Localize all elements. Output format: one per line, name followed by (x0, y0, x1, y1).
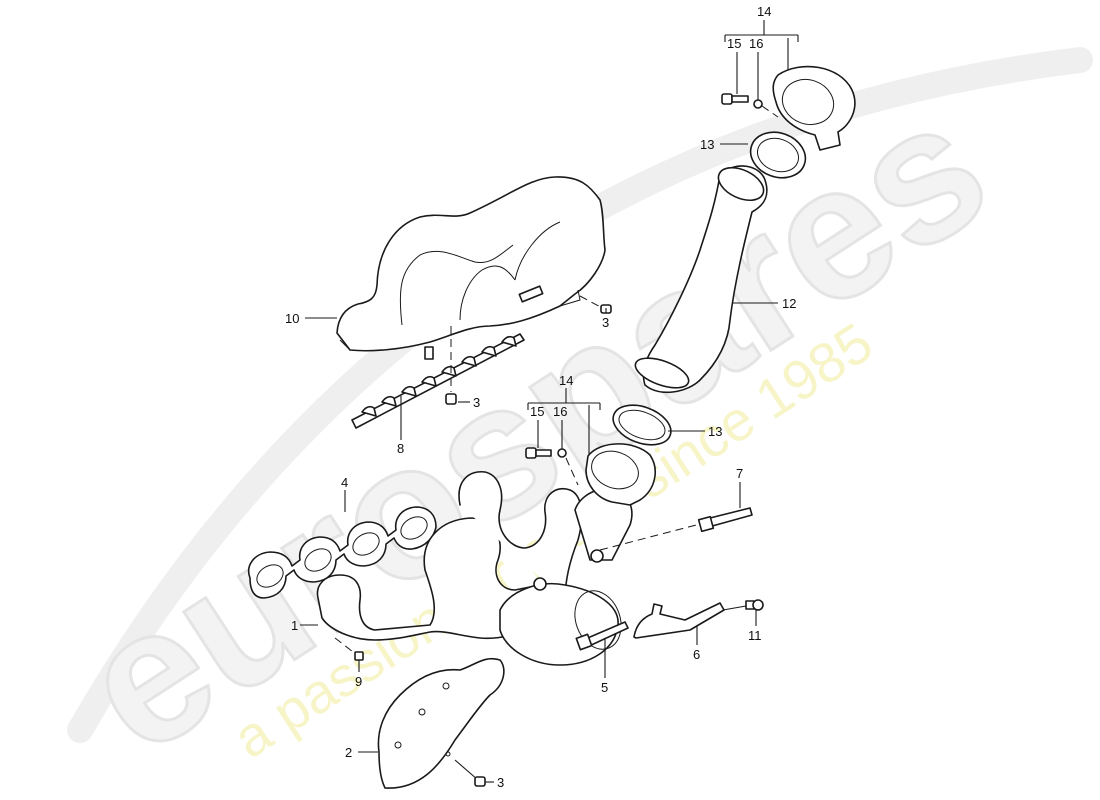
heat-shield-lower[interactable] (377, 657, 505, 789)
callout-2: 2 (345, 745, 352, 760)
callout-8: 8 (397, 441, 404, 456)
callout-3-lower: 3 (497, 775, 504, 790)
callout-3-right: 3 (602, 315, 609, 330)
screw-11[interactable] (722, 599, 764, 611)
callout-6: 6 (693, 647, 700, 662)
callout-10: 10 (285, 311, 299, 326)
callout-15-lower: 15 (530, 404, 544, 419)
callout-11: 11 (748, 628, 762, 643)
leader-lines (300, 20, 799, 783)
sealing-ring-upper[interactable] (744, 125, 812, 185)
callout-labels: 14 15 16 13 12 10 3 3 8 14 15 16 13 7 4 … (285, 4, 796, 790)
heat-shield-bracket-strip[interactable] (351, 333, 525, 429)
callout-13-upper: 13 (700, 137, 714, 152)
manifold-gasket[interactable] (248, 506, 437, 599)
clamp-lower[interactable] (585, 443, 656, 506)
callout-14-upper: 14 (757, 4, 771, 19)
screw-3-lower[interactable] (454, 759, 486, 787)
watermark: eurospares a passion for parts since 198… (45, 47, 1093, 796)
sealing-ring-lower[interactable] (608, 398, 677, 452)
callout-7: 7 (736, 466, 743, 481)
screw-3-center[interactable] (445, 326, 457, 405)
callout-3-center: 3 (473, 395, 480, 410)
watermark-logo: eurospares (47, 59, 1022, 795)
callout-4: 4 (341, 475, 348, 490)
screw-15-lower[interactable] (525, 447, 552, 459)
callout-9: 9 (355, 674, 362, 689)
sensor-bracket[interactable] (633, 602, 725, 639)
callout-12: 12 (782, 296, 796, 311)
callout-15-upper: 15 (727, 36, 741, 51)
callout-14-lower: 14 (559, 373, 573, 388)
exhaust-pipe[interactable] (632, 161, 769, 394)
callout-1: 1 (291, 618, 298, 633)
clamp-upper[interactable] (772, 65, 856, 151)
oxygen-sensor-5[interactable] (575, 621, 629, 651)
screw-15-upper[interactable] (721, 93, 749, 105)
callout-5: 5 (601, 680, 608, 695)
callout-16-upper: 16 (749, 36, 763, 51)
oxygen-sensor-7[interactable] (599, 507, 753, 551)
washer-16-upper[interactable] (753, 99, 779, 118)
heat-shield-upper[interactable] (336, 176, 606, 360)
callout-13-lower: 13 (708, 424, 722, 439)
callout-16-lower: 16 (553, 404, 567, 419)
